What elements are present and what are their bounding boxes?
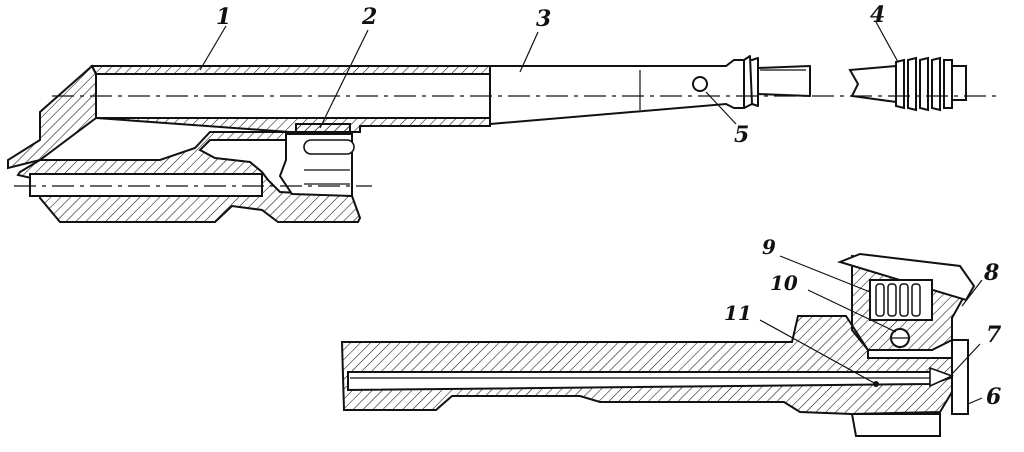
head-cap	[836, 252, 976, 302]
callout-1: 1	[216, 4, 231, 30]
receiver-section	[90, 65, 491, 75]
barrel-end-rings	[743, 55, 811, 109]
leader-8	[961, 279, 983, 307]
callout-2: 2	[361, 4, 377, 30]
leader-5	[705, 91, 737, 125]
upper-assembly: 1 2 3 4 5	[7, 2, 1000, 223]
leader-10	[807, 289, 897, 333]
muzzle-plug	[848, 56, 967, 112]
callout-8: 8	[983, 260, 999, 286]
callout-9: 9	[762, 235, 776, 259]
lower-bore	[29, 173, 263, 197]
lower-assembly: 9 10 11 8 7 6	[340, 235, 1002, 437]
firing-pin-tip	[929, 366, 955, 388]
callout-4: 4	[870, 2, 885, 28]
leader-3	[519, 31, 539, 73]
receiver-front-slope	[7, 64, 97, 170]
callout-6: 6	[986, 384, 1001, 410]
bolt-face	[951, 339, 969, 415]
callout-5: 5	[734, 122, 749, 148]
callout-3: 3	[536, 6, 551, 32]
callout-10: 10	[770, 271, 798, 295]
callout-7: 7	[986, 322, 1002, 348]
leader-4	[875, 21, 899, 63]
bolt-mechanism	[278, 123, 355, 198]
leader-6	[967, 397, 983, 405]
spring	[875, 283, 921, 317]
pin-hole	[692, 76, 708, 92]
leader-7	[951, 343, 981, 375]
lower-foot	[850, 413, 941, 437]
leader-2	[319, 29, 369, 129]
leader-9	[779, 255, 871, 293]
leader-11	[759, 319, 877, 385]
leader-1	[199, 25, 227, 71]
barrel-tube	[489, 59, 745, 126]
receiver-lower-section	[16, 117, 491, 223]
callout-11: 11	[724, 301, 752, 325]
